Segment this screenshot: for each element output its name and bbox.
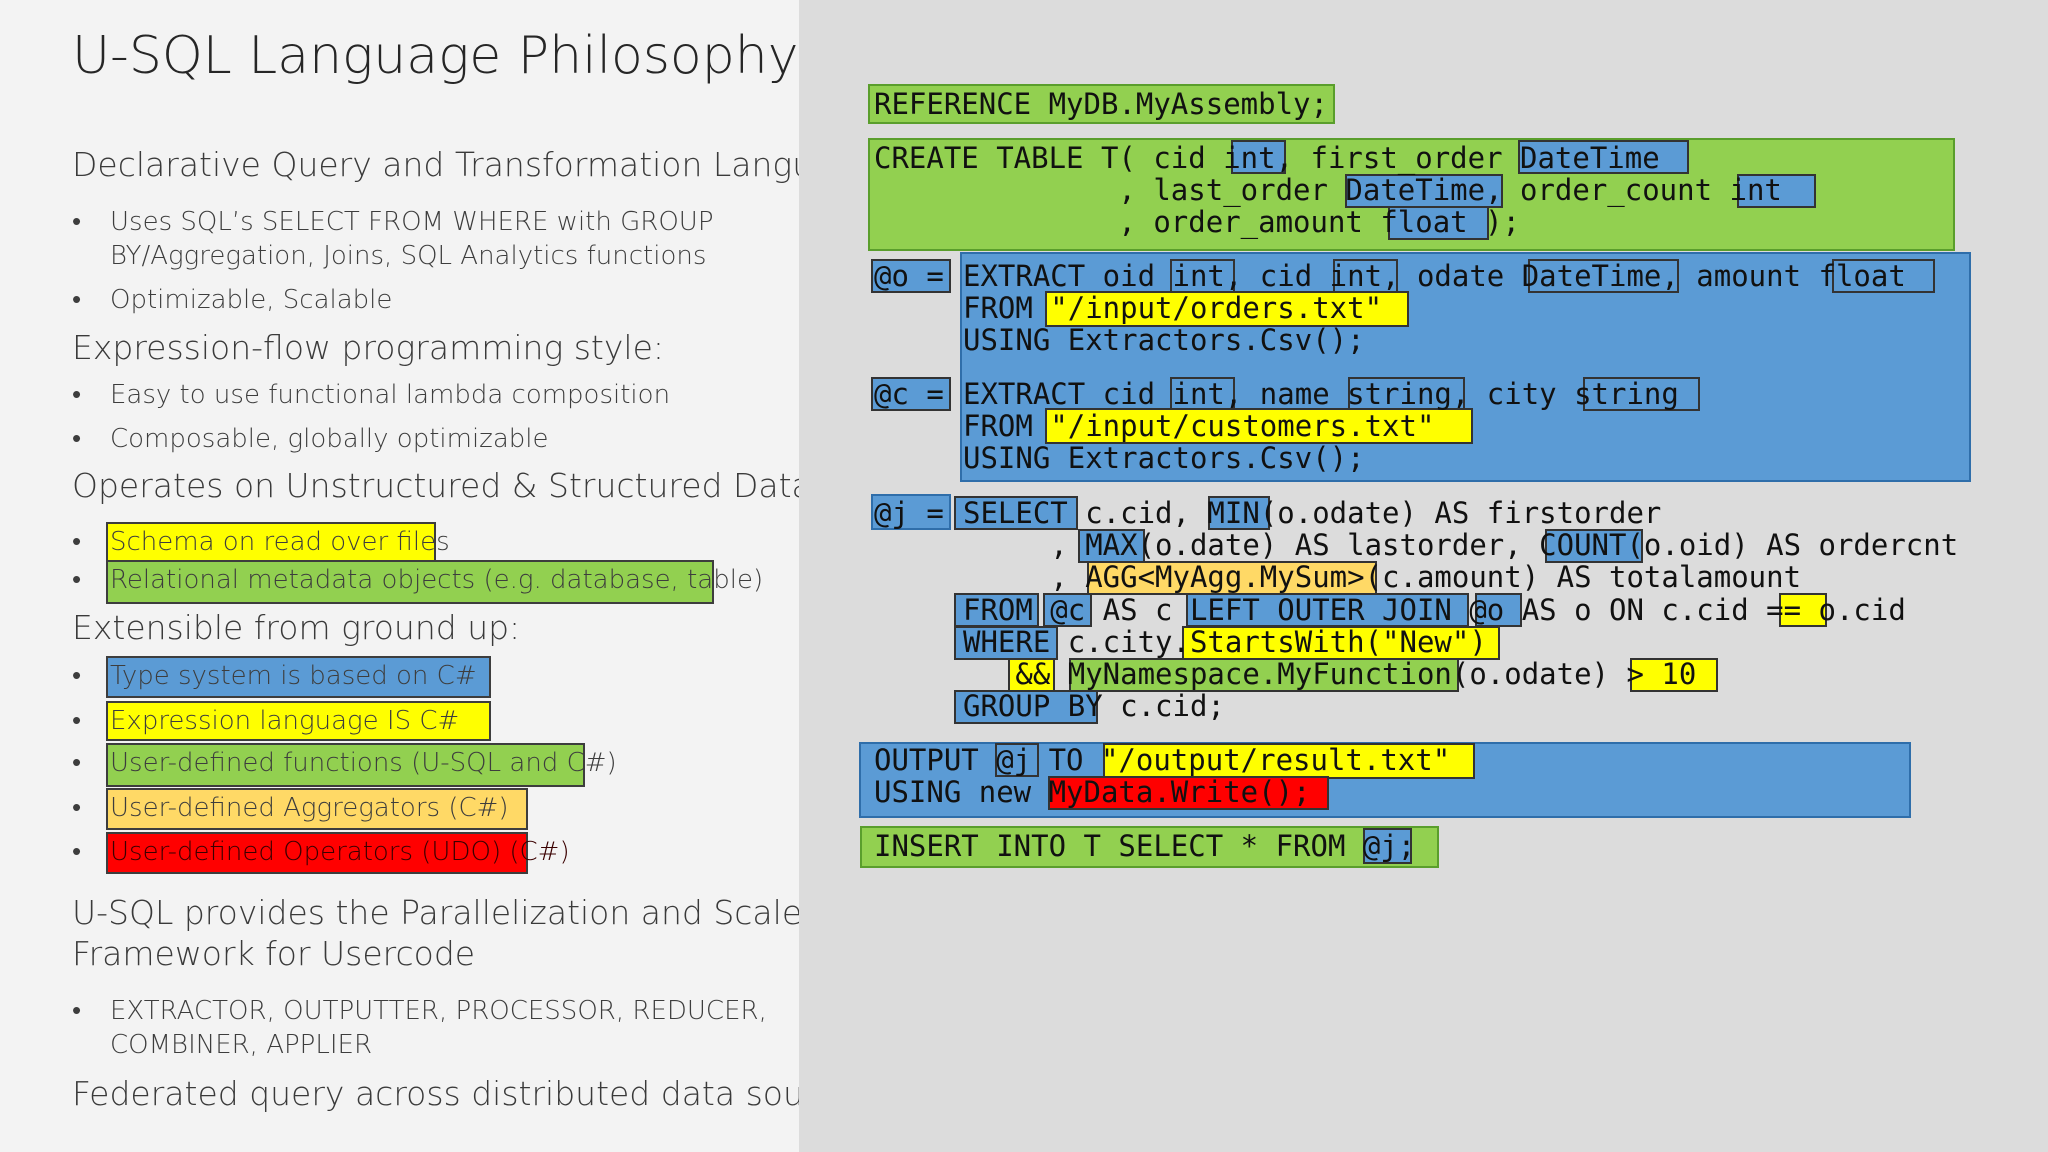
outputter-highlight	[1048, 776, 1329, 810]
type-float-highlight	[1388, 206, 1489, 240]
code-line: EXTRACT oid int, cid int, odate DateTime…	[963, 259, 1906, 293]
yellow-highlight	[106, 701, 491, 741]
type-float-highlight	[1832, 259, 1935, 293]
heading-extensible: Extensible from ground up:	[72, 608, 521, 647]
rowset-j-ref-highlight	[995, 743, 1039, 777]
path-orders-highlight	[1045, 291, 1409, 327]
code-panel: REFERENCE MyDB.MyAssembly; CREATE TABLE …	[799, 0, 2048, 1152]
rowset-j-insert-highlight	[1363, 828, 1412, 864]
heading-parallelization-cont: Framework for Usercode	[72, 934, 476, 973]
type-datetime-highlight	[1345, 174, 1503, 208]
min-highlight	[1208, 496, 1270, 530]
code-line: , last_order DateTime, order_count int	[874, 173, 1782, 207]
code-line: @j =	[874, 496, 944, 530]
heading-declarative: Declarative Query and Transformation Lan…	[72, 145, 885, 184]
type-int-highlight	[1737, 174, 1816, 208]
comparison-highlight	[1630, 658, 1718, 692]
code-line: FROM "/input/customers.txt"	[963, 409, 1435, 443]
orange-highlight	[106, 788, 528, 830]
code-line: REFERENCE MyDB.MyAssembly;	[874, 87, 1328, 121]
rowset-c-ref-highlight	[1043, 593, 1092, 627]
type-datetime-highlight	[1518, 140, 1689, 174]
type-int-highlight	[1231, 140, 1286, 174]
green-highlight	[106, 743, 585, 787]
slide-title: U-SQL Language Philosophy	[72, 26, 799, 86]
rowset-c-highlight	[871, 377, 951, 411]
heading-parallelization: U-SQL provides the Parallelization and S…	[72, 893, 869, 932]
red-highlight	[106, 832, 528, 874]
rowset-o-highlight	[871, 259, 951, 293]
udf-highlight	[1069, 658, 1459, 692]
code-line: , MAX(o.date) AS lastorder, COUNT(o.oid)…	[963, 528, 1959, 562]
blue-highlight	[106, 656, 491, 698]
code-line: FROM @c AS c LEFT OUTER JOIN @o AS o ON …	[963, 593, 1906, 627]
code-line: , order_amount float );	[874, 205, 1521, 239]
code-line: && MyNamespace.MyFunction(o.odate) > 10	[963, 657, 1697, 691]
code-line: USING Extractors.Csv();	[963, 323, 1365, 357]
heading-federated: Federated query across distributed data …	[72, 1074, 873, 1113]
agg-highlight	[1087, 561, 1377, 595]
code-line: , AGG<MyAgg.MySum>(c.amount) AS totalamo…	[963, 560, 1802, 594]
code-line: INSERT INTO T SELECT * FROM @j;	[874, 829, 1416, 863]
heading-data: Operates on Unstructured & Structured Da…	[72, 466, 812, 505]
code-line: SELECT c.cid, MIN(o.odate) AS firstorder	[963, 496, 1662, 530]
rowset-j-highlight	[871, 494, 951, 530]
where-keyword-highlight	[954, 626, 1058, 660]
code-line: OUTPUT @j TO "/output/result.txt"	[874, 743, 1451, 777]
type-int-highlight	[1333, 259, 1398, 293]
code-line: WHERE c.city.StartsWith("New")	[963, 625, 1487, 659]
code-line: EXTRACT cid int, name string, city strin…	[963, 377, 1679, 411]
type-int-highlight	[1170, 259, 1235, 293]
code-line: FROM "/input/orders.txt"	[963, 291, 1383, 325]
code-line: CREATE TABLE T( cid int, first_order Dat…	[874, 141, 1660, 175]
green-highlight	[106, 560, 714, 604]
type-string-highlight	[1583, 377, 1700, 411]
insert-block	[860, 826, 1439, 868]
code-line: @o =	[874, 259, 944, 293]
path-customers-highlight	[1045, 408, 1473, 444]
reference-block	[868, 84, 1335, 124]
count-highlight	[1545, 529, 1643, 563]
code-line: GROUP BY c.cid;	[963, 689, 1225, 723]
code-line: @c =	[874, 377, 944, 411]
group-by-highlight	[954, 690, 1098, 724]
code-line: USING new MyData.Write();	[874, 775, 1311, 809]
type-datetime-highlight	[1528, 259, 1679, 293]
code-line: USING Extractors.Csv();	[963, 441, 1365, 475]
rowset-o-ref-highlight	[1475, 593, 1522, 627]
left-panel: U-SQL Language Philosophy Declarative Qu…	[0, 0, 885, 1152]
select-keyword-highlight	[954, 496, 1078, 530]
equals-operator-highlight	[1779, 593, 1827, 627]
heading-expression-flow: Expression-flow programming style:	[72, 328, 664, 367]
